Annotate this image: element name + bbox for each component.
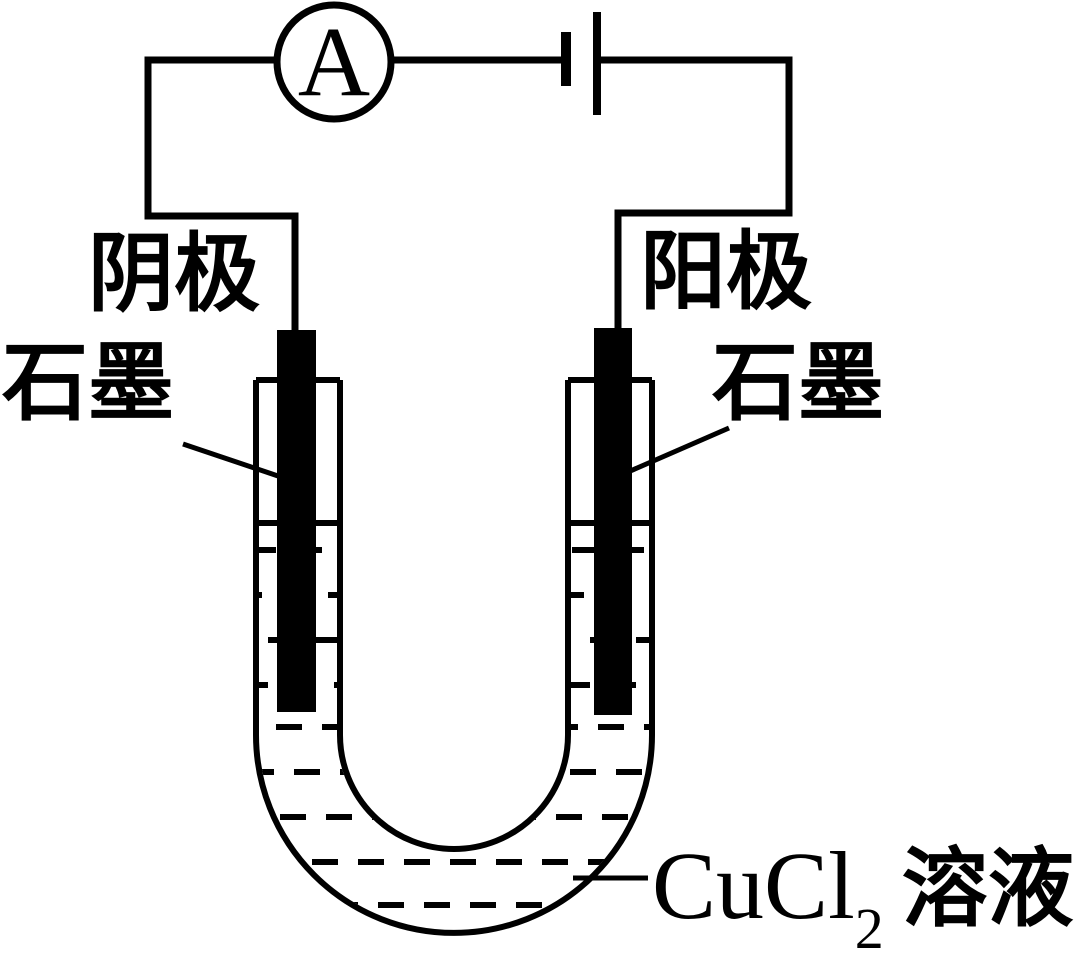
anode-label: 阳极 xyxy=(640,224,812,320)
cathode-label: 阴极 xyxy=(88,226,260,322)
solution-formula-subscript: 2 xyxy=(854,896,884,957)
battery-icon xyxy=(561,12,601,115)
solution-label: CuCl 2 溶液 xyxy=(652,832,1074,957)
anode-material-label: 石墨 xyxy=(712,335,884,431)
cathode-electrode-icon xyxy=(277,330,316,712)
ammeter-icon xyxy=(273,1,395,123)
anode-material-leader-line xyxy=(627,425,730,475)
ammeter-label: A xyxy=(297,6,371,117)
solution-formula: CuCl xyxy=(652,832,855,939)
cathode-material-label: 石墨 xyxy=(2,335,174,431)
circuit-wire-left xyxy=(144,56,299,332)
anode-electrode-icon xyxy=(594,328,632,715)
cathode-material-leader-line xyxy=(182,441,282,480)
solution-name: 溶液 xyxy=(901,841,1074,937)
circuit-wire-right xyxy=(601,56,793,330)
